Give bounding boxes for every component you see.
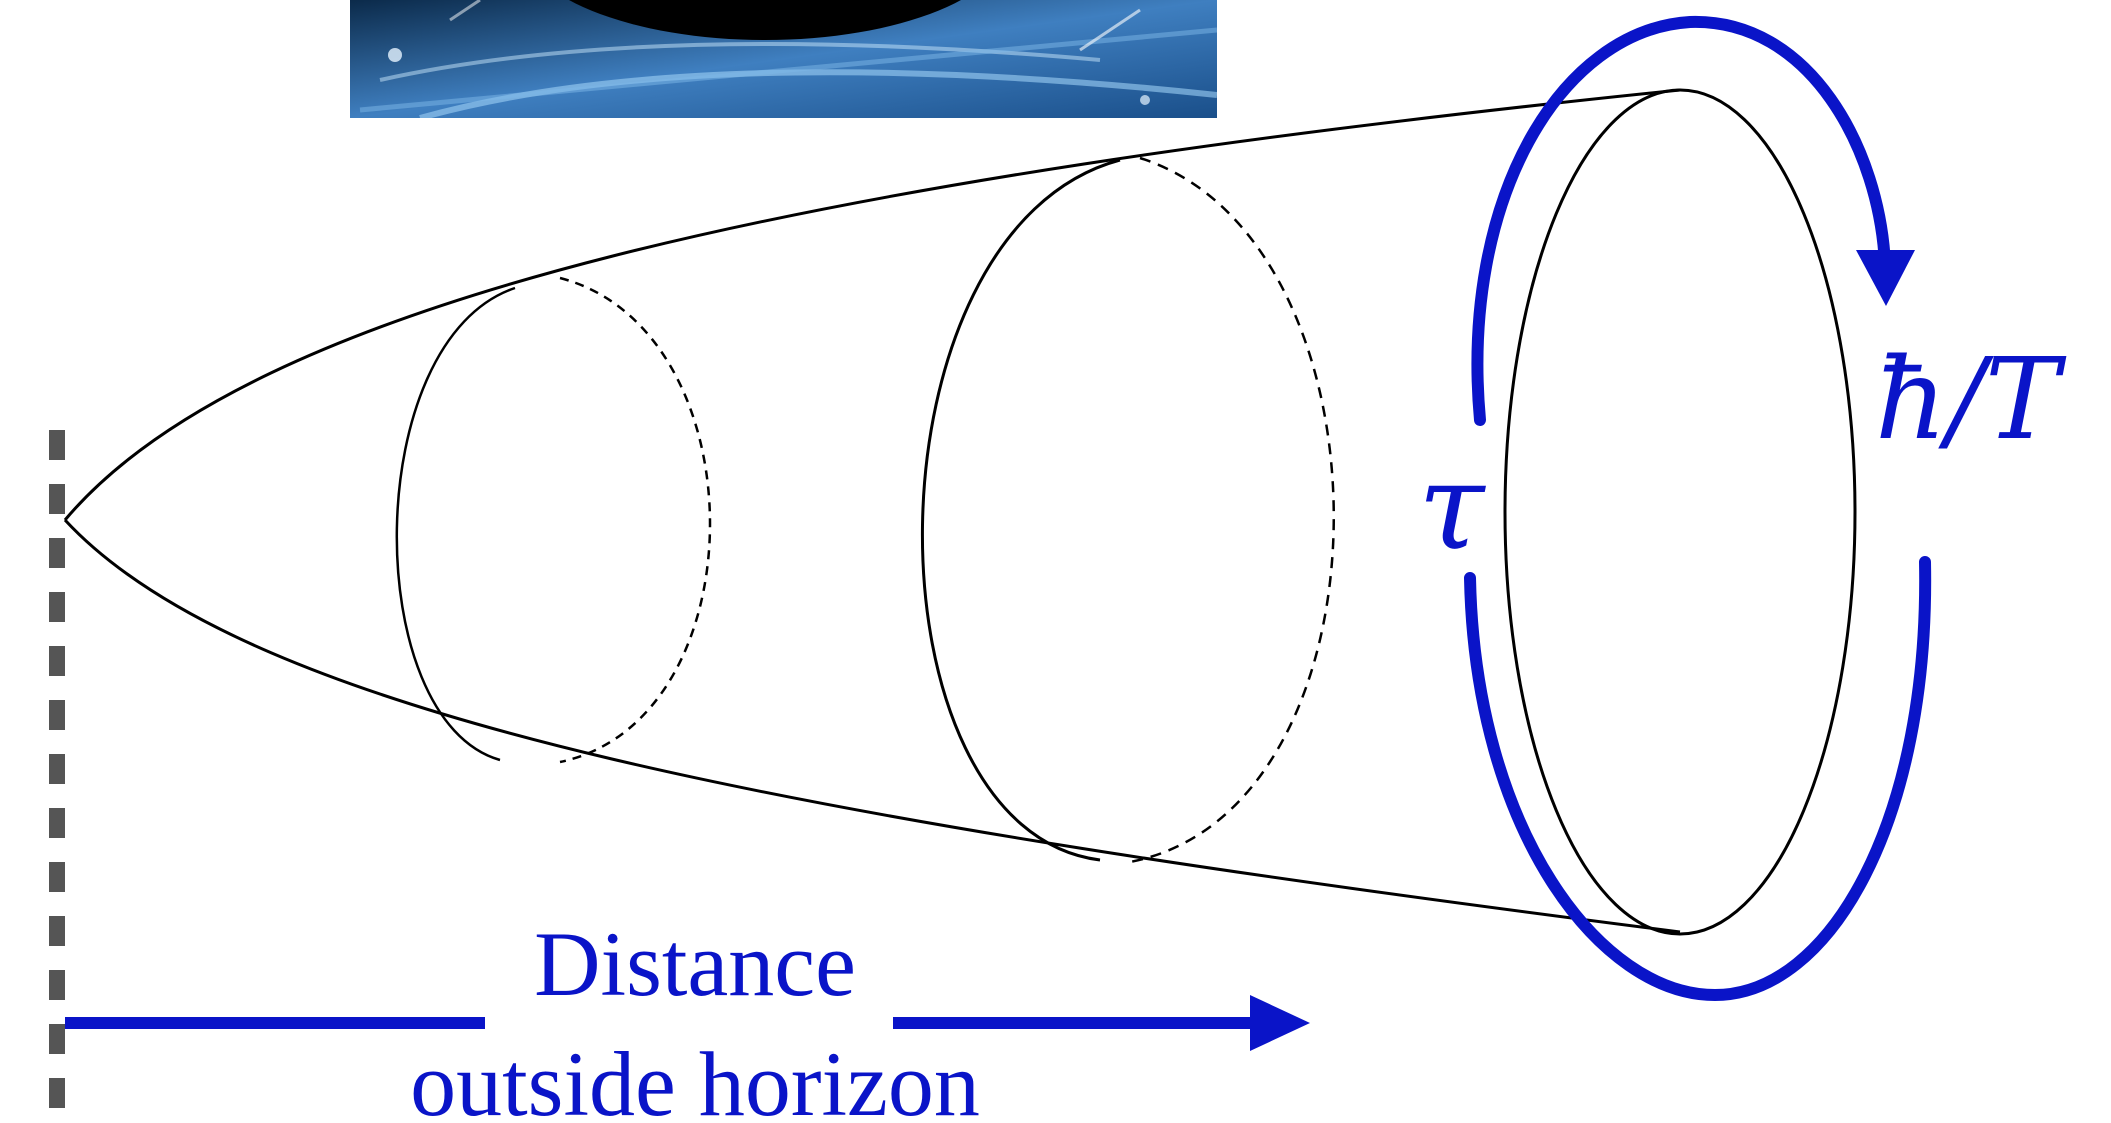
time-loop-icon bbox=[1464, 15, 1932, 1002]
cross-section-small-back bbox=[559, 276, 712, 764]
cigar-end-ellipse bbox=[1503, 88, 1857, 936]
cigar-outline-bottom bbox=[63, 518, 1681, 934]
time-loop-arrowhead bbox=[1856, 250, 1915, 306]
period-label: ħ/T bbox=[1875, 335, 2067, 465]
distance-label-line1: Distance bbox=[534, 913, 856, 1015]
cross-section-small-front bbox=[395, 286, 516, 762]
distance-label-line2: outside horizon bbox=[410, 1033, 980, 1123]
cross-section-medium-back bbox=[1129, 156, 1335, 864]
black-hole-image bbox=[350, 0, 1217, 118]
cigar-outline-top bbox=[63, 88, 1681, 521]
tau-label: τ bbox=[1418, 438, 1486, 577]
cross-section-medium-front bbox=[921, 158, 1121, 862]
distance-arrow-icon bbox=[65, 995, 1310, 1051]
